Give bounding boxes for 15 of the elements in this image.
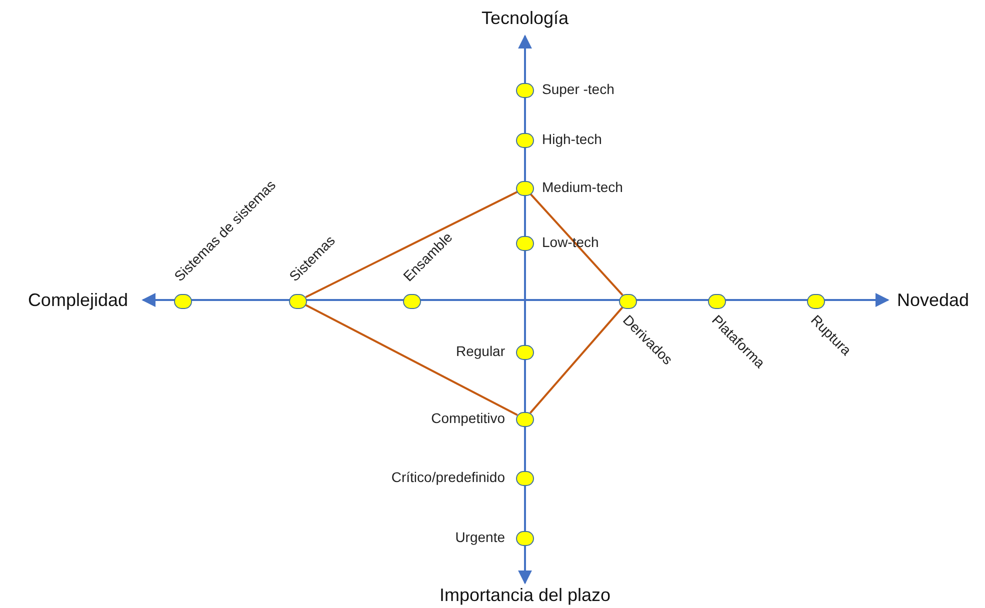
axis-title: Novedad <box>897 289 970 312</box>
node-label: Urgente <box>455 528 505 546</box>
node-label: Crítico/predefinido <box>391 468 505 486</box>
node-label: High-tech <box>542 130 602 148</box>
node-label: Competitivo <box>431 409 505 427</box>
node-label: Regular <box>456 342 505 360</box>
connector-line <box>305 304 518 416</box>
axis-title: Importancia del plazo <box>439 584 611 607</box>
node-label: Super -tech <box>542 80 614 98</box>
node-label: Medium-tech <box>542 178 623 196</box>
axis-title: Tecnología <box>481 7 569 30</box>
connector-line <box>305 190 518 298</box>
axis-title: Complejidad <box>28 289 128 312</box>
connector-line <box>530 193 624 296</box>
connector-line <box>530 306 624 414</box>
